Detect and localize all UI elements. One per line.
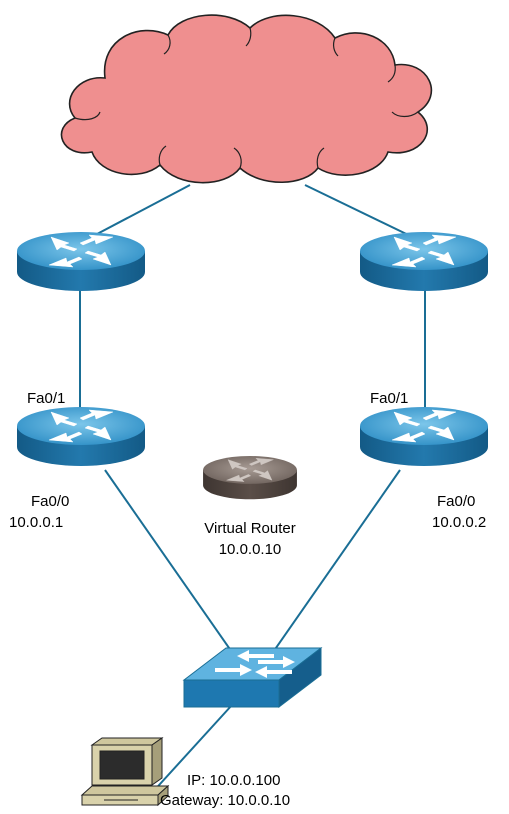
lower-right-ip-label: 10.0.0.2 [432, 514, 486, 531]
router-icon-lower-left [17, 407, 145, 467]
lower-left-ip-label: 10.0.0.1 [9, 514, 63, 531]
virtual-router-label: Virtual Router [204, 520, 295, 537]
virtual-router-ip-label: 10.0.0.10 [219, 541, 282, 558]
virtual-router-icon [203, 456, 297, 500]
router-icon-upper-right [360, 232, 488, 292]
lower-right-port-up-label: Fa0/1 [370, 390, 408, 407]
link-switch-host [149, 704, 233, 796]
link-lower-right-switch [254, 469, 401, 679]
host-gateway-label: Gateway: 10.0.0.10 [160, 792, 290, 809]
host-ip-label: IP: 10.0.0.100 [187, 772, 280, 789]
computer-icon [80, 737, 170, 807]
lower-left-port-down-label: Fa0/0 [31, 493, 69, 510]
switch-icon [182, 646, 323, 709]
links [79, 184, 426, 796]
router-icon-upper-left [17, 232, 145, 292]
router-icon-lower-right [360, 407, 488, 467]
link-lower-left-switch [104, 469, 251, 679]
lower-left-port-up-label: Fa0/1 [27, 390, 65, 407]
cloud-icon [60, 14, 433, 184]
lower-right-port-down-label: Fa0/0 [437, 493, 475, 510]
